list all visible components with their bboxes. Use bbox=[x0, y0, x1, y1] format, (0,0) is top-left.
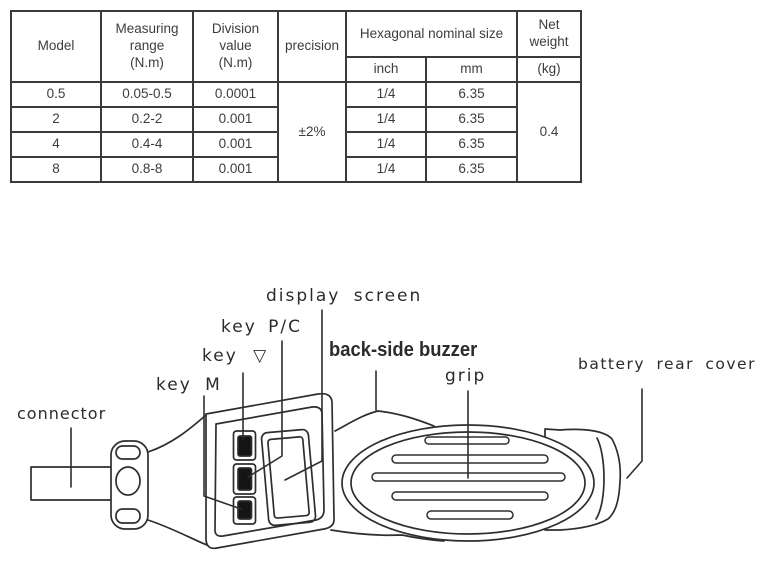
cell-range: 0.2-2 bbox=[100, 106, 194, 133]
key-pc-leader-line bbox=[247, 340, 283, 478]
header-row-1: Model Measuring range (N.m) Division val… bbox=[10, 10, 582, 83]
col-header-net-weight: Net weight bbox=[516, 10, 582, 58]
col-header-hex-size: Hexagonal nominal size bbox=[345, 10, 518, 58]
cap-inner-arc bbox=[595, 437, 605, 520]
cell-net-weight-value: 0.4 bbox=[516, 81, 582, 183]
cell-range: 0.05-0.5 bbox=[100, 81, 194, 108]
cell-model: 8 bbox=[10, 156, 102, 183]
col-header-net-weight-unit: (kg) bbox=[516, 56, 582, 83]
cell-division: 0.001 bbox=[192, 106, 279, 133]
cell-mm: 6.35 bbox=[425, 156, 518, 183]
label-display-screen: display screen bbox=[266, 286, 423, 306]
body-taper-top bbox=[147, 414, 207, 453]
col-header-measuring-range: Measuring range (N.m) bbox=[100, 10, 194, 83]
col-header-mm: mm bbox=[425, 56, 518, 83]
device-head bbox=[205, 392, 335, 550]
collar-slot-bottom bbox=[115, 508, 141, 524]
label-connector: connector bbox=[17, 404, 107, 423]
table-row: 8 0.8-8 0.001 1/4 6.35 bbox=[10, 156, 581, 183]
cell-range: 0.8-8 bbox=[100, 156, 194, 183]
cell-inch: 1/4 bbox=[345, 156, 427, 183]
button-bezel-middle bbox=[232, 463, 257, 495]
cell-division: 0.001 bbox=[192, 156, 279, 183]
col-header-precision: precision bbox=[277, 10, 347, 83]
collar-hole bbox=[115, 466, 141, 496]
collar-slot-top bbox=[115, 445, 141, 460]
spec-table: Model Measuring range (N.m) Division val… bbox=[10, 10, 582, 183]
cell-model: 4 bbox=[10, 131, 102, 158]
col-header-division-value: Division value (N.m) bbox=[192, 10, 279, 83]
head-inner-panel bbox=[214, 406, 325, 537]
neck-top-edge bbox=[334, 410, 435, 432]
cell-division: 0.0001 bbox=[192, 81, 279, 108]
cell-inch: 1/4 bbox=[345, 131, 427, 158]
battery-cover-leader-line bbox=[626, 388, 643, 479]
button-bezel-top bbox=[232, 430, 257, 461]
header-row-2: inch mm (kg) bbox=[11, 56, 582, 83]
table-row: 0.5 0.05-0.5 0.0001 ±2% 1/4 6.35 0.4 bbox=[10, 81, 582, 183]
label-grip: grip bbox=[445, 366, 487, 386]
division-value-title: Division value bbox=[211, 21, 260, 54]
label-key-m: key M bbox=[156, 375, 222, 395]
cell-mm: 6.35 bbox=[425, 106, 518, 133]
measuring-range-unit: (N.m) bbox=[130, 54, 164, 70]
display-screen-drawing bbox=[260, 428, 317, 527]
cell-precision-value: ±2% bbox=[277, 81, 347, 183]
grip-slots bbox=[371, 436, 566, 520]
cell-model: 0.5 bbox=[10, 81, 102, 108]
collar bbox=[110, 440, 149, 530]
cell-model: 2 bbox=[10, 106, 102, 133]
col-header-model: Model bbox=[10, 10, 102, 83]
cell-mm: 6.35 bbox=[425, 131, 518, 158]
label-key-pc: key P/C bbox=[221, 317, 303, 337]
table-row: 2 0.2-2 0.001 1/4 6.35 bbox=[10, 106, 581, 133]
cell-division: 0.001 bbox=[192, 131, 279, 158]
label-key-down-triangle: key ▽ bbox=[202, 346, 269, 366]
neck-bottom-edge bbox=[330, 529, 445, 542]
spec-table-container: Model Measuring range (N.m) Division val… bbox=[10, 10, 582, 183]
label-back-side-buzzer: back-side buzzer bbox=[329, 339, 478, 361]
leader-lines bbox=[70, 309, 643, 510]
button-bottom bbox=[237, 500, 253, 520]
button-top bbox=[237, 435, 253, 457]
key-m-leader-line bbox=[203, 395, 242, 510]
col-header-inch: inch bbox=[345, 56, 427, 83]
label-battery-rear-cover: battery rear cover bbox=[578, 355, 756, 373]
table-row: 4 0.4-4 0.001 1/4 6.35 bbox=[10, 131, 581, 158]
body-taper-bottom bbox=[147, 519, 208, 546]
cell-mm: 6.35 bbox=[425, 81, 518, 108]
measuring-range-title: Measuring range bbox=[115, 21, 179, 54]
cell-inch: 1/4 bbox=[345, 81, 427, 108]
cell-inch: 1/4 bbox=[345, 106, 427, 133]
button-middle bbox=[237, 467, 253, 491]
button-bezel-bottom bbox=[232, 496, 257, 525]
division-value-unit: (N.m) bbox=[218, 54, 253, 70]
display-screen-leader-line bbox=[284, 309, 323, 481]
control-buttons bbox=[232, 430, 257, 525]
cell-range: 0.4-4 bbox=[100, 131, 194, 158]
